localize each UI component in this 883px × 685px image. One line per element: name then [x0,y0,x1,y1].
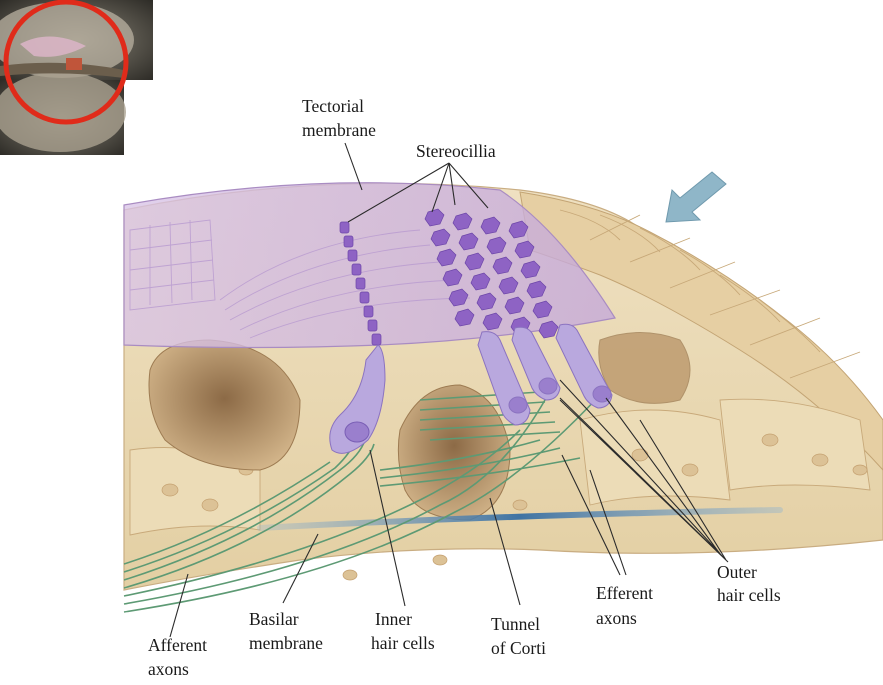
inner-stereocilia-bundle [348,250,357,261]
inner-stereocilia-bundle [360,292,369,303]
label-outer-line1: Outer [717,562,757,582]
inner-stereocilia-bundle [368,320,377,331]
label-tunnel-line2: of Corti [491,638,546,658]
label-tectorial-line1: Tectorial [302,96,364,116]
label-efferent-line2: axons [596,608,637,628]
label-afferent-line2: axons [148,659,189,679]
label-tectorial-line2: membrane [302,120,376,140]
label-basilar-line2: membrane [249,633,323,653]
label-efferent-line1: Efferent [596,583,653,603]
label-outer-line2: hair cells [717,585,781,605]
inner-stereocilia-bundle [372,334,381,345]
inner-stereocilia-bundle [344,236,353,247]
direction-arrow [666,172,726,222]
label-stereocillia: Stereocillia [416,141,496,161]
inner-stereocilia-bundle [352,264,361,275]
label-basilar-line1: Basilar [249,609,299,629]
label-inner-line1: Inner [375,609,412,629]
label-afferent-line1: Afferent [148,635,207,655]
label-tunnel-line1: Tunnel [491,614,540,634]
inner-stereocilia-bundle [340,222,349,233]
label-inner-line2: hair cells [371,633,435,653]
inner-stereocilia-bundle [364,306,373,317]
inner-stereocilia-bundle [356,278,365,289]
